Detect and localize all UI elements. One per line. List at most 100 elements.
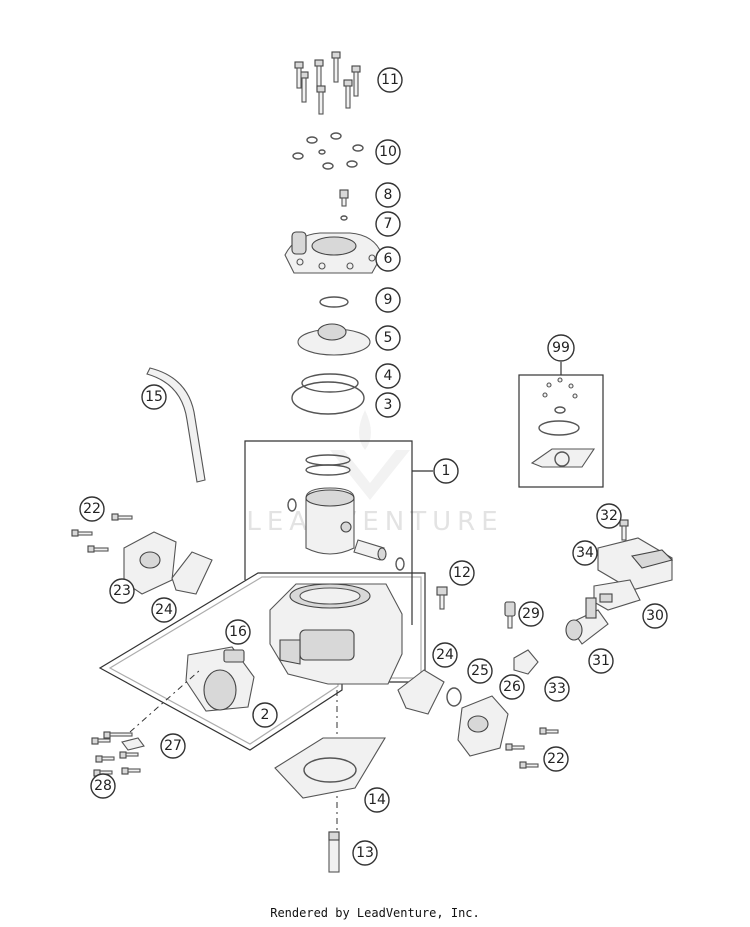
callout-33[interactable]: 33 [544, 676, 570, 702]
o-ring-4 [301, 373, 359, 393]
piston-ring-lower [305, 464, 351, 476]
base-gasket [274, 737, 386, 799]
bolts-27-28 [91, 731, 145, 777]
callout-23[interactable]: 23 [109, 578, 135, 604]
actuator-cover-34 [597, 537, 674, 591]
callout-30[interactable]: 30 [642, 603, 668, 629]
callout-10[interactable]: 10 [375, 139, 401, 165]
watermark-text: LEADVENTURE [246, 507, 503, 537]
hose [146, 367, 206, 483]
callout-3[interactable]: 3 [375, 392, 401, 418]
svg-text:13: 13 [356, 845, 374, 861]
svg-text:32: 32 [600, 508, 618, 524]
callout-24-right[interactable]: 24 [432, 642, 458, 668]
svg-text:24: 24 [155, 602, 173, 618]
callout-31[interactable]: 31 [588, 648, 614, 674]
bolts-22-left [71, 513, 133, 553]
svg-text:99: 99 [552, 340, 570, 356]
svg-text:28: 28 [94, 778, 112, 794]
svg-text:23: 23 [113, 583, 131, 599]
callout-34[interactable]: 34 [572, 540, 598, 566]
callout-22-right[interactable]: 22 [543, 746, 569, 772]
spark-plug-parts [339, 189, 349, 221]
svg-text:24: 24 [436, 647, 454, 663]
svg-text:10: 10 [379, 144, 397, 160]
svg-text:3: 3 [384, 397, 393, 413]
circlip-left [287, 498, 297, 512]
svg-text:34: 34 [576, 545, 594, 561]
svg-text:1: 1 [442, 463, 451, 479]
head-bolts [294, 51, 361, 115]
bolt-12 [436, 586, 448, 610]
piston-pin [353, 539, 387, 561]
cylinder [269, 583, 403, 685]
callout-11[interactable]: 11 [377, 67, 403, 93]
svg-text:9: 9 [384, 292, 393, 308]
svg-text:11: 11 [381, 72, 399, 88]
head-washers [292, 132, 364, 170]
callout-15[interactable]: 15 [141, 384, 167, 410]
svg-text:12: 12 [453, 565, 471, 581]
gasket-24-left [171, 551, 213, 595]
callout-4[interactable]: 4 [375, 363, 401, 389]
callout-28[interactable]: 28 [90, 773, 116, 799]
watermark-logo [330, 410, 410, 500]
gasket-24-right [397, 669, 445, 715]
svg-text:15: 15 [145, 389, 163, 405]
svg-text:26: 26 [503, 679, 521, 695]
piston-bracket [244, 440, 433, 625]
callout-24-left[interactable]: 24 [151, 597, 177, 623]
callout-16[interactable]: 16 [225, 619, 251, 645]
o-ring-25 [446, 687, 462, 707]
piston [305, 487, 355, 555]
callout-1[interactable]: 1 [433, 458, 459, 484]
svg-text:7: 7 [384, 216, 393, 232]
svg-text:29: 29 [522, 606, 540, 622]
combustion-insert [297, 323, 371, 356]
callout-29[interactable]: 29 [518, 601, 544, 627]
footer-credit: Rendered by LeadVenture, Inc. [270, 906, 480, 920]
circlip-right [395, 557, 405, 571]
stud-13 [328, 831, 340, 873]
callout-9[interactable]: 9 [375, 287, 401, 313]
svg-text:4: 4 [384, 368, 393, 384]
sensor-29 [504, 601, 516, 629]
o-ring-3 [291, 381, 365, 415]
exhaust-flange [185, 646, 255, 712]
svg-text:8: 8 [384, 187, 393, 203]
cap-33 [513, 649, 539, 675]
callout-22-left[interactable]: 22 [79, 496, 105, 522]
callout-27[interactable]: 27 [160, 733, 186, 759]
callout-7[interactable]: 7 [375, 211, 401, 237]
svg-text:27: 27 [164, 738, 182, 754]
svg-text:22: 22 [547, 751, 565, 767]
svg-text:2: 2 [261, 707, 270, 723]
callout-12[interactable]: 12 [449, 560, 475, 586]
gasket-kit-box [518, 362, 604, 488]
svg-text:22: 22 [83, 501, 101, 517]
svg-text:6: 6 [384, 251, 393, 267]
svg-text:14: 14 [368, 792, 386, 808]
svg-text:5: 5 [384, 330, 393, 346]
callout-13[interactable]: 13 [352, 840, 378, 866]
svg-text:33: 33 [548, 681, 566, 697]
bolts-22-right [505, 727, 559, 769]
actuator-shaft-31 [565, 597, 609, 645]
callout-6[interactable]: 6 [375, 246, 401, 272]
bolt-32 [619, 519, 629, 541]
power-valve-cover-right [457, 695, 509, 757]
callout-26[interactable]: 26 [499, 674, 525, 700]
callout-2[interactable]: 2 [252, 702, 278, 728]
callout-32[interactable]: 32 [596, 503, 622, 529]
callout-5[interactable]: 5 [375, 325, 401, 351]
svg-text:25: 25 [471, 663, 489, 679]
callout-14[interactable]: 14 [364, 787, 390, 813]
callout-8[interactable]: 8 [375, 182, 401, 208]
cylinder-head [284, 231, 383, 274]
callout-25[interactable]: 25 [467, 658, 493, 684]
callout-99[interactable]: 99 [547, 334, 575, 362]
o-ring-9 [319, 296, 349, 308]
svg-text:16: 16 [229, 624, 247, 640]
svg-text:31: 31 [592, 653, 610, 669]
svg-text:30: 30 [646, 608, 664, 624]
